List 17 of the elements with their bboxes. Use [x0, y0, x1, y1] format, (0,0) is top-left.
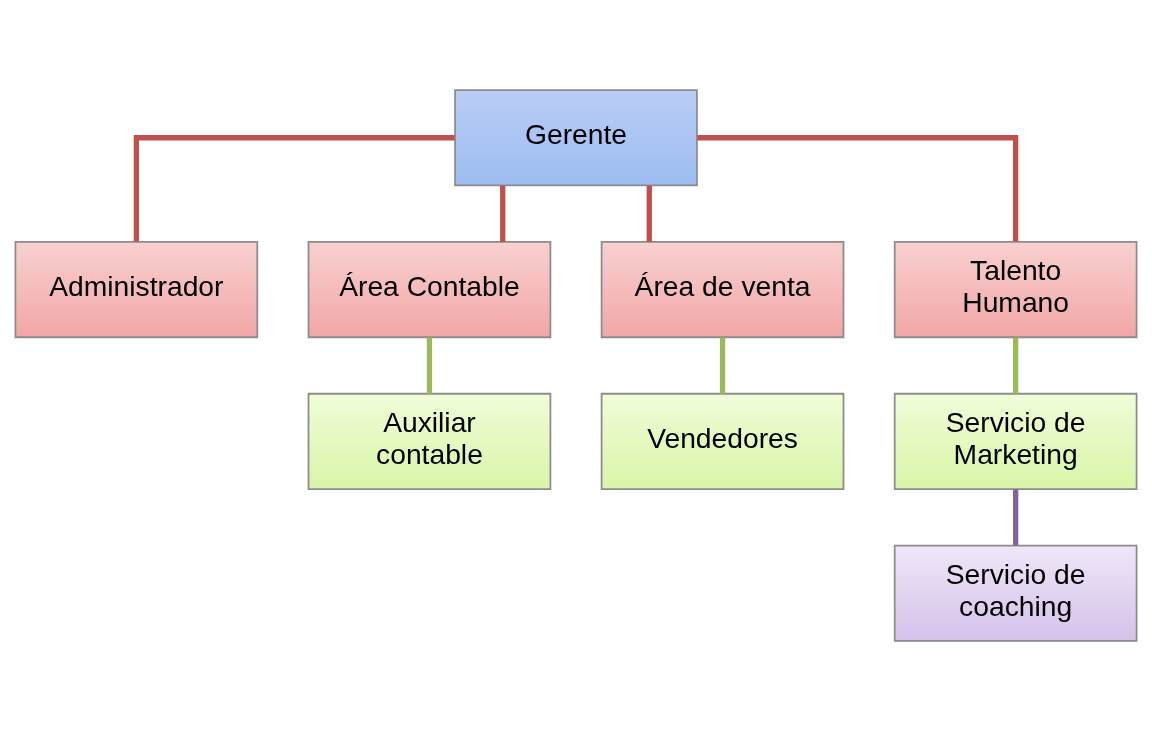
connector — [1013, 488, 1019, 546]
connector — [1013, 337, 1019, 394]
connector — [646, 185, 652, 242]
node-box: Auxiliar contable — [307, 392, 552, 490]
node-box: Administrador — [14, 240, 259, 338]
connector — [719, 337, 726, 394]
connector — [500, 185, 506, 242]
connector — [133, 134, 455, 242]
node-box: Servicio de Marketing — [893, 392, 1138, 490]
node-box: Área de venta — [600, 240, 845, 338]
node-box: Talento Humano — [893, 240, 1138, 338]
connector — [697, 134, 1019, 242]
node-box: Gerente — [454, 88, 698, 186]
node-box: Área Contable — [307, 240, 552, 338]
node-box: Vendedores — [600, 392, 845, 490]
node-box: Servicio de coaching — [893, 544, 1138, 642]
connector — [426, 337, 433, 394]
